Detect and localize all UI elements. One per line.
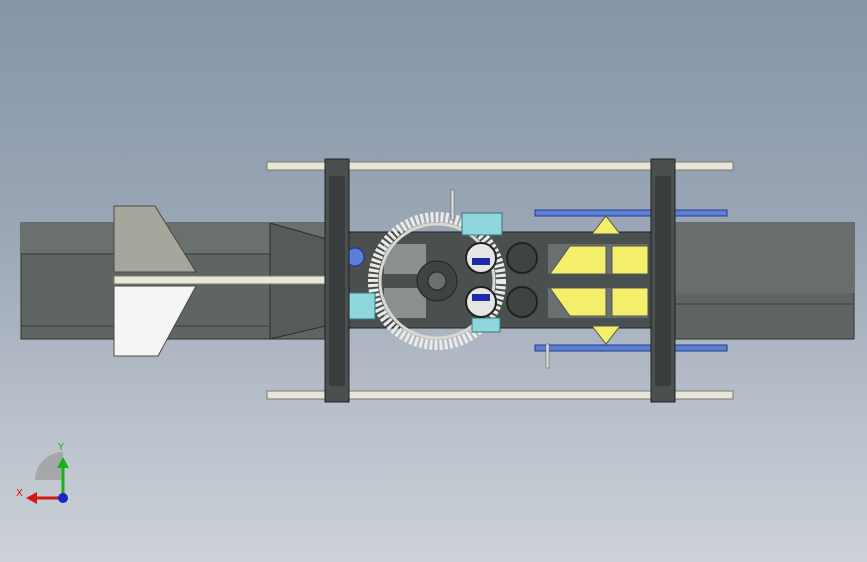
right-housing[interactable] [659, 222, 855, 340]
upper-fin[interactable] [113, 205, 197, 273]
bottom-guide-rail[interactable] [266, 390, 734, 400]
bottom-blue-plate[interactable] [534, 344, 728, 352]
right-bulkhead[interactable] [650, 158, 676, 403]
port-bottom-right[interactable] [506, 286, 538, 318]
cyan-bracket-left[interactable] [346, 292, 376, 320]
top-guide-rail[interactable] [266, 161, 734, 171]
main-gear[interactable] [368, 212, 506, 350]
triad-quadrant [35, 452, 63, 480]
cyan-bracket-top[interactable] [461, 212, 503, 236]
port-top-left[interactable] [465, 242, 497, 274]
port-bottom-left[interactable] [465, 286, 497, 318]
x-axis-label: X [16, 488, 23, 499]
bottom-pin[interactable] [545, 343, 550, 369]
y-axis-label: Y [58, 442, 65, 453]
cyan-bracket-bottom[interactable] [471, 317, 501, 333]
left-bulkhead[interactable] [324, 158, 350, 403]
top-blue-plate[interactable] [534, 209, 728, 217]
port-top-right[interactable] [506, 242, 538, 274]
coordinate-triad [26, 452, 69, 504]
lower-fin[interactable] [113, 285, 197, 357]
x-axis-arrow-head [26, 492, 37, 504]
z-axis-dot [58, 493, 68, 503]
y-axis-arrow-head [57, 457, 69, 468]
top-pin[interactable] [450, 189, 455, 221]
yellow-locking-blocks[interactable] [549, 215, 649, 345]
central-rod[interactable] [113, 275, 335, 285]
